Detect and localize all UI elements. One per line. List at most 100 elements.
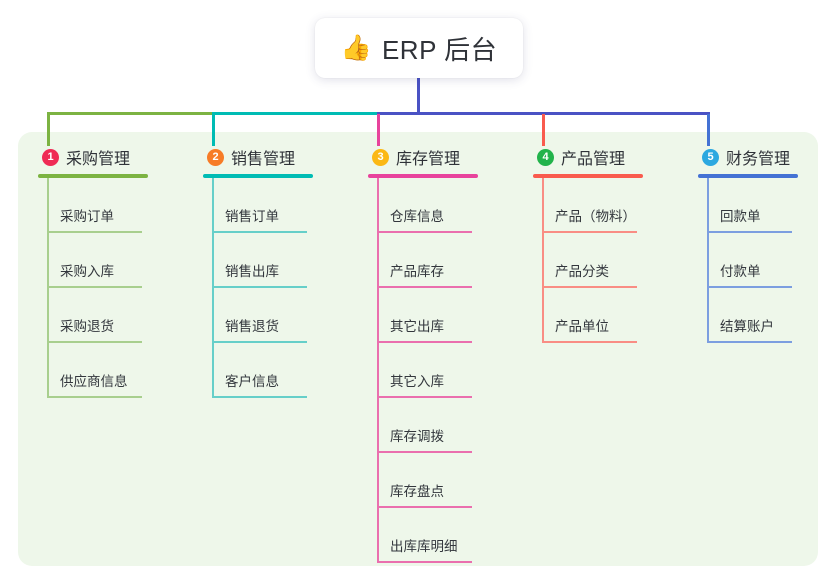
list-item-label: 仓库信息 [390, 209, 444, 224]
column-title-2: 销售管理 [231, 151, 296, 168]
list-item-underline [47, 231, 142, 233]
column-spine-5 [707, 178, 709, 343]
list-item[interactable]: 产品分类 [533, 233, 683, 288]
column-underline-4 [533, 174, 643, 178]
list-item[interactable]: 库存调拨 [368, 398, 518, 453]
list-item[interactable]: 结算账户 [698, 288, 838, 343]
column-1: 1 采购管理采购订单采购入库采购退货供应商信息 [38, 145, 188, 398]
list-item-label: 出库库明细 [390, 539, 458, 554]
column-spine-4 [542, 178, 544, 343]
list-item-label: 产品分类 [555, 264, 609, 279]
list-item[interactable]: 出库库明细 [368, 508, 518, 563]
list-item-underline [377, 506, 472, 508]
list-item[interactable]: 付款单 [698, 233, 838, 288]
connector-segment-4 [542, 112, 710, 115]
list-item-label: 库存盘点 [390, 484, 444, 499]
list-item-label: 销售订单 [225, 209, 279, 224]
list-item[interactable]: 回款单 [698, 178, 838, 233]
connector-drop-1 [47, 114, 50, 146]
list-item[interactable]: 产品（物料） [533, 178, 683, 233]
list-item-underline [377, 396, 472, 398]
column-title-3: 库存管理 [396, 151, 461, 168]
list-item-label: 采购退货 [60, 319, 114, 334]
column-2: 2 销售管理销售订单销售出库销售退货客户信息 [203, 145, 353, 398]
list-item[interactable]: 产品单位 [533, 288, 683, 343]
list-item-underline [542, 231, 637, 233]
connector-drop-2 [212, 114, 215, 146]
list-item[interactable]: 销售订单 [203, 178, 353, 233]
column-items-1: 采购订单采购入库采购退货供应商信息 [38, 178, 188, 398]
list-item-label: 销售退货 [225, 319, 279, 334]
column-spine-1 [47, 178, 49, 398]
column-items-3: 仓库信息产品库存其它出库其它入库库存调拨库存盘点出库库明细 [368, 178, 518, 563]
column-badge-5: 5 [702, 148, 719, 166]
list-item[interactable]: 产品库存 [368, 233, 518, 288]
list-item-label: 销售出库 [225, 264, 279, 279]
list-item-label: 客户信息 [225, 374, 279, 389]
list-item-label: 其它入库 [390, 374, 444, 389]
connector-segment-1 [47, 112, 215, 115]
connector-drop-3 [377, 114, 380, 146]
root-title: ERP 后台 [381, 34, 498, 65]
list-item-underline [47, 286, 142, 288]
list-item-underline [377, 286, 472, 288]
list-item-underline [377, 561, 472, 563]
column-spine-2 [212, 178, 214, 398]
column-header-5[interactable]: 5 财务管理 [698, 145, 838, 169]
list-item-label: 付款单 [720, 264, 761, 279]
list-item-label: 产品（物料） [555, 209, 636, 224]
connector-drop-4 [542, 114, 545, 146]
list-item-underline [707, 341, 792, 343]
list-item[interactable]: 销售出库 [203, 233, 353, 288]
list-item[interactable]: 采购订单 [38, 178, 188, 233]
list-item-label: 库存调拨 [390, 429, 444, 444]
list-item-underline [47, 396, 142, 398]
connector-segment-3 [377, 112, 545, 115]
column-header-2[interactable]: 2 销售管理 [203, 145, 353, 169]
diagram-canvas [18, 132, 818, 566]
list-item-underline [47, 341, 142, 343]
list-item[interactable]: 采购退货 [38, 288, 188, 343]
list-item-underline [707, 231, 792, 233]
column-badge-4: 4 [537, 148, 554, 166]
connector-segment-2 [212, 112, 380, 115]
list-item-underline [377, 231, 472, 233]
column-header-1[interactable]: 1 采购管理 [38, 145, 188, 169]
column-title-5: 财务管理 [726, 151, 791, 168]
column-badge-1: 1 [42, 148, 59, 166]
column-5: 5 财务管理回款单付款单结算账户 [698, 145, 838, 343]
list-item-label: 采购订单 [60, 209, 114, 224]
column-items-2: 销售订单销售出库销售退货客户信息 [203, 178, 353, 398]
root-connector-stem [417, 78, 420, 114]
list-item[interactable]: 销售退货 [203, 288, 353, 343]
column-badge-2: 2 [207, 148, 224, 166]
column-items-4: 产品（物料） 产品分类产品单位 [533, 178, 683, 343]
list-item-underline [212, 231, 307, 233]
list-item-label: 采购入库 [60, 264, 114, 279]
list-item[interactable]: 客户信息 [203, 343, 353, 398]
list-item-underline [542, 341, 637, 343]
column-spine-3 [377, 178, 379, 563]
column-underline-1 [38, 174, 148, 178]
column-underline-2 [203, 174, 313, 178]
list-item-underline [542, 286, 637, 288]
list-item-label: 产品单位 [555, 319, 609, 334]
list-item[interactable]: 采购入库 [38, 233, 188, 288]
list-item-underline [377, 341, 472, 343]
column-title-1: 采购管理 [66, 151, 131, 168]
connector-drop-5 [707, 114, 710, 146]
root-node[interactable]: 👍 ERP 后台 [315, 18, 523, 78]
list-item[interactable]: 其它出库 [368, 288, 518, 343]
column-items-5: 回款单付款单结算账户 [698, 178, 838, 343]
thumbs-up-icon: 👍 [340, 33, 372, 62]
list-item[interactable]: 库存盘点 [368, 453, 518, 508]
list-item[interactable]: 供应商信息 [38, 343, 188, 398]
list-item[interactable]: 仓库信息 [368, 178, 518, 233]
list-item-underline [212, 286, 307, 288]
list-item-underline [707, 286, 792, 288]
list-item[interactable]: 其它入库 [368, 343, 518, 398]
